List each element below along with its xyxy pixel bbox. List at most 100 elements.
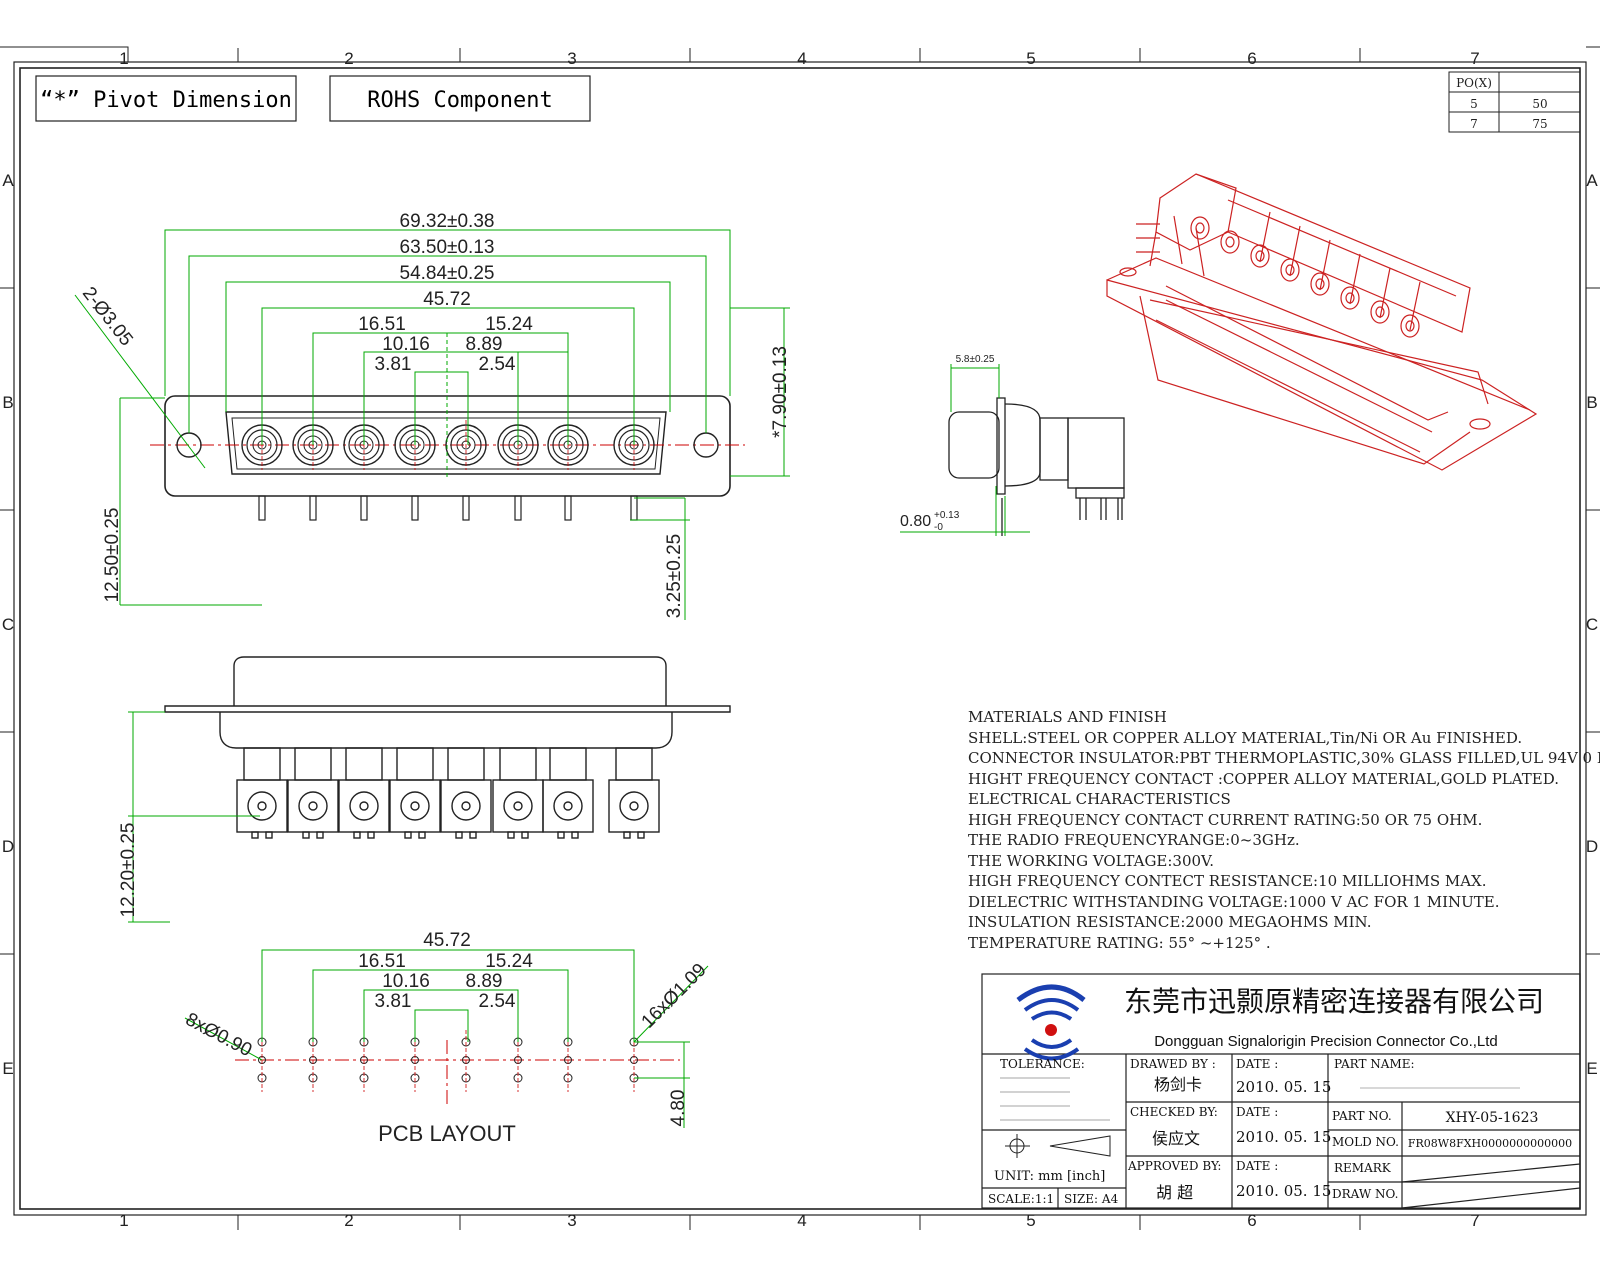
col-label: 1 xyxy=(119,1211,128,1230)
pcb-dim-right-a: 15.24 xyxy=(485,951,533,972)
dim-pin: 3.25±0.25 xyxy=(664,534,685,618)
rohs-label: ROHS Component xyxy=(367,88,552,113)
bottom-dim-height: 12.20±0.25 xyxy=(118,823,139,918)
contact-pin xyxy=(258,495,266,521)
contact-pin xyxy=(630,495,638,521)
note-line: DIELECTRIC WITHSTANDING VOLTAGE:1000 V A… xyxy=(968,893,1500,911)
contact-pin xyxy=(564,495,572,521)
row-label: C xyxy=(2,615,14,634)
pcb-dim-right-c: 2.54 xyxy=(479,991,516,1012)
col-label: 2 xyxy=(344,49,353,68)
dim-span: 45.72 xyxy=(423,289,471,310)
rf-socket-block xyxy=(236,747,288,839)
note-line: CONNECTOR INSULATOR:PBT THERMOPLASTIC,30… xyxy=(968,749,1600,767)
pcb-dim-small-holes: 8xØ0.90 xyxy=(182,1009,255,1061)
part-name-label: PART NAME: xyxy=(1334,1057,1415,1071)
po-cell: 75 xyxy=(1532,117,1547,131)
pcb-dim-large-holes: 16xØ1.09 xyxy=(638,960,711,1033)
rf-socket-block xyxy=(440,747,492,839)
iso-contact xyxy=(1190,216,1210,240)
pcb-dim-left-a: 16.51 xyxy=(358,951,406,972)
draw-no-label: DRAW NO. xyxy=(1332,1187,1398,1201)
note-line: ELECTRICAL CHARACTERISTICS xyxy=(968,790,1231,808)
date-value: 2010. 05. 15 xyxy=(1236,1182,1331,1200)
col-label: 6 xyxy=(1247,49,1256,68)
side-dim-tol2: -0 xyxy=(934,522,943,533)
unit-label: UNIT: mm [inch] xyxy=(994,1169,1105,1184)
note-line: TEMPERATURE RATING: 55° ~+125° . xyxy=(968,934,1271,952)
rf-socket-block xyxy=(389,747,441,839)
note-line: THE RADIO FREQUENCYRANGE:0~3GHz. xyxy=(968,831,1300,849)
tolerance-label: TOLERANCE: xyxy=(1000,1057,1085,1071)
mold-no-label: MOLD NO. xyxy=(1332,1135,1399,1149)
contact-pin xyxy=(462,495,470,521)
title-block xyxy=(981,973,1581,1209)
bottom-view xyxy=(164,656,731,839)
col-label: 5 xyxy=(1026,1211,1035,1230)
rf-socket-block xyxy=(608,747,660,839)
note-line: MATERIALS AND FINISH xyxy=(968,708,1167,726)
approved-by: 胡 超 xyxy=(1156,1183,1193,1202)
dim-right-a: 15.24 xyxy=(485,314,533,335)
pivot-dimension-label: “*” Pivot Dimension xyxy=(40,88,292,113)
dim-mount: 63.50±0.13 xyxy=(400,237,495,258)
approved-by-label: APPROVED BY: xyxy=(1127,1159,1221,1173)
side-dim-tol: +0.13 xyxy=(934,510,960,521)
note-line: THE WORKING VOLTAGE:300V. xyxy=(968,852,1214,870)
row-label: D xyxy=(2,837,14,856)
pcb-layout xyxy=(235,1030,680,1105)
row-label: C xyxy=(1586,615,1598,634)
pcb-dim-pitch: 4.80 xyxy=(668,1090,689,1127)
row-label: E xyxy=(1586,1059,1597,1078)
row-label: B xyxy=(2,393,13,412)
side-view xyxy=(948,397,1125,536)
iso-contact xyxy=(1220,230,1240,254)
iso-contact xyxy=(1280,258,1300,282)
pcb-dim-span: 45.72 xyxy=(423,930,471,951)
dim-depth: 12.50±0.25 xyxy=(102,508,123,603)
po-cell: 5 xyxy=(1470,97,1478,111)
isometric-view xyxy=(1106,173,1538,471)
col-label: 1 xyxy=(119,49,128,68)
iso-contact xyxy=(1250,244,1270,268)
dim-left-b: 10.16 xyxy=(382,334,430,355)
row-label: A xyxy=(1586,171,1598,190)
contact-pin xyxy=(411,495,419,521)
col-label: 4 xyxy=(797,49,806,68)
date-label: DATE : xyxy=(1236,1105,1278,1119)
col-label: 4 xyxy=(797,1211,806,1230)
rohs-box: ROHS Component xyxy=(329,75,591,122)
part-no: XHY-05-1623 xyxy=(1446,1110,1539,1126)
pcb-hole-group xyxy=(461,1030,471,1092)
dim-holes: 2-Ø3.05 xyxy=(78,283,137,350)
po-cell: 50 xyxy=(1532,97,1547,111)
pcb-dim-left-c: 3.81 xyxy=(375,991,412,1012)
dim-height: *7.90±0.13 xyxy=(770,346,791,438)
date-label: DATE : xyxy=(1236,1057,1278,1071)
drawing-frame xyxy=(0,46,1600,1216)
col-label: 7 xyxy=(1470,1211,1479,1230)
iso-contact xyxy=(1400,314,1420,338)
drawn-by-label: DRAWED BY : xyxy=(1130,1057,1216,1071)
col-label: 3 xyxy=(567,1211,576,1230)
contact-pin xyxy=(514,495,522,521)
date-label: DATE : xyxy=(1236,1159,1278,1173)
po-header: PO(X) xyxy=(1456,76,1492,90)
note-line: SHELL:STEEL OR COPPER ALLOY MATERIAL,Tin… xyxy=(968,729,1522,747)
col-label: 3 xyxy=(567,49,576,68)
part-no-label: PART NO. xyxy=(1332,1109,1392,1123)
contact-pin xyxy=(360,495,368,521)
size-label: SIZE: A4 xyxy=(1064,1192,1119,1206)
pcb-dim-right-b: 8.89 xyxy=(466,971,503,992)
col-label: 2 xyxy=(344,1211,353,1230)
pivot-dimension-box: “*” Pivot Dimension xyxy=(35,75,297,122)
row-label: D xyxy=(1586,837,1598,856)
checked-by: 侯应文 xyxy=(1152,1129,1200,1148)
note-line: HIGH FREQUENCY CONTECT RESISTANCE:10 MIL… xyxy=(968,872,1487,890)
row-label: A xyxy=(2,171,14,190)
side-dim-bottom: 0.80 xyxy=(900,513,931,530)
pcb-dim-left-b: 10.16 xyxy=(382,971,430,992)
rf-socket-block xyxy=(287,747,339,839)
iso-contact xyxy=(1310,272,1330,296)
